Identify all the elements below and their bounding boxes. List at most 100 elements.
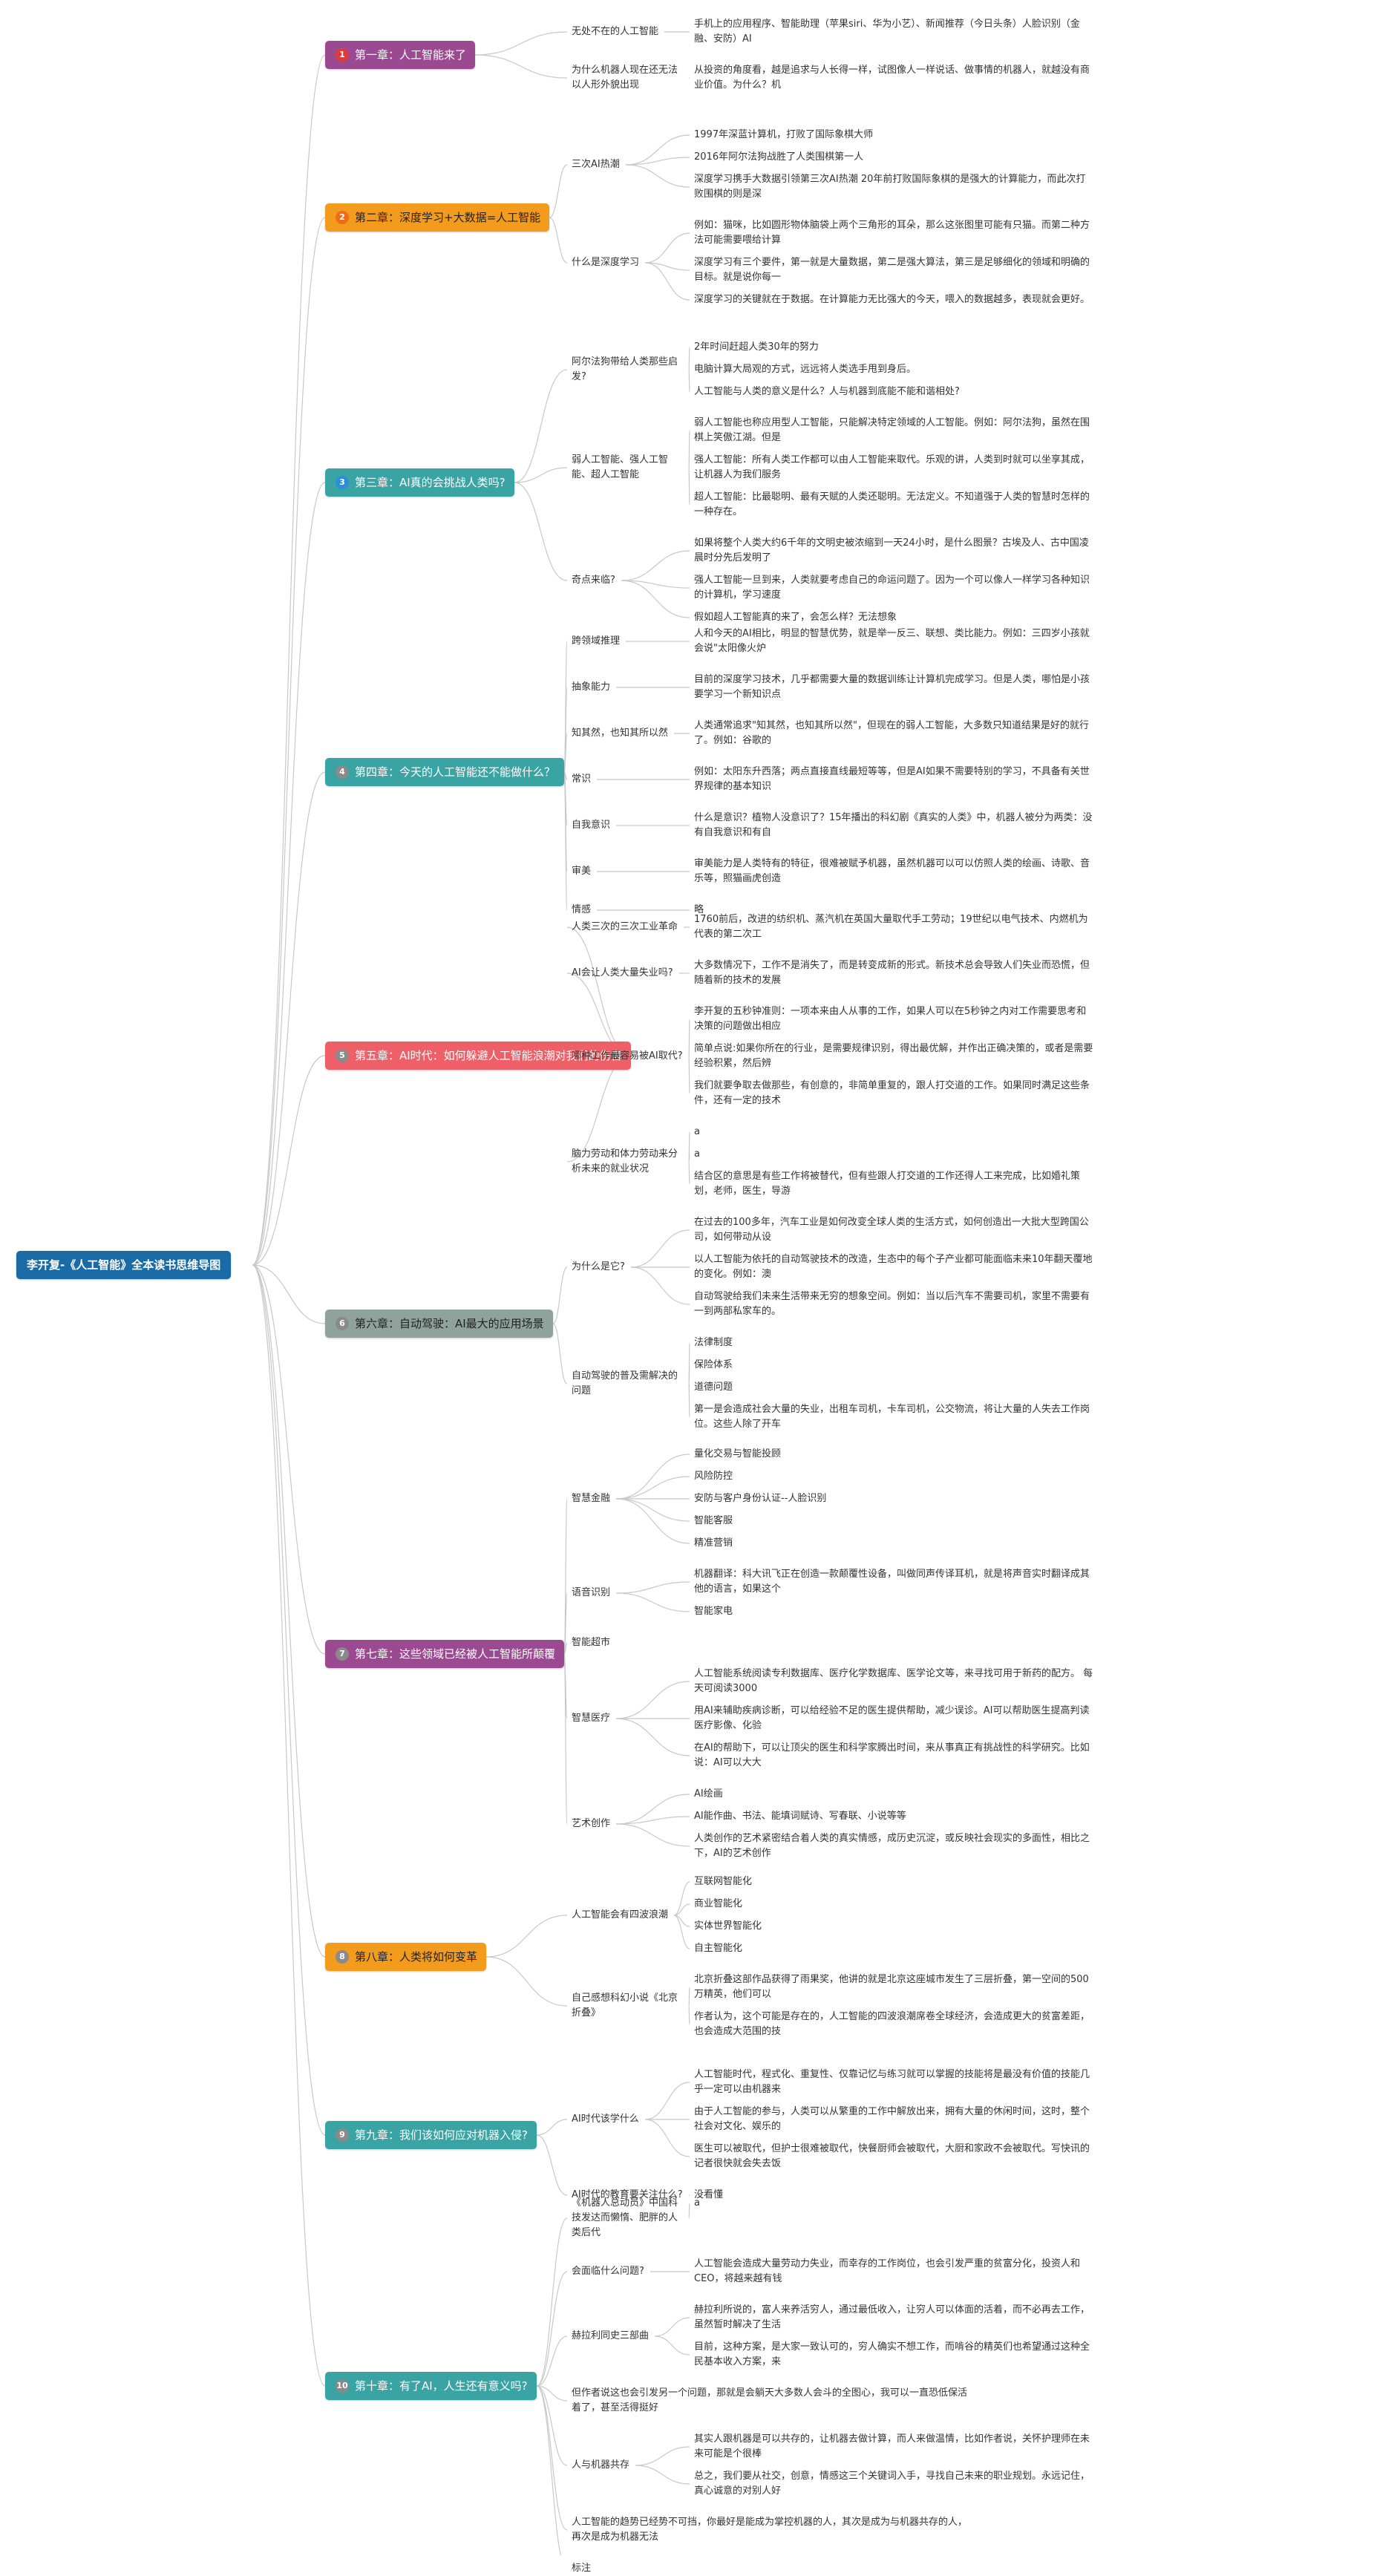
leaf-node[interactable]: 医生可以被取代，但护士很难被取代，快餐厨师会被取代，大厨和家政不会被取代。写快讯… [694, 2143, 1090, 2169]
leaf-node[interactable]: 人工智能会造成大量劳动力失业，而幸存的工作岗位，也会引发严重的贫富分化，投资人和… [694, 2258, 1081, 2284]
leaf-node[interactable]: 手机上的应用程序、智能助理（苹果siri、华为小艺）、新闻推荐（今日头条）人脸识… [694, 19, 1080, 45]
leaf-node[interactable]: 人工智能系统阅读专利数据库、医疗化学数据库、医学论文等，来寻找可用于新药的配方。… [694, 1668, 1093, 1694]
leaf-node[interactable]: 假如超人工智能真的来了，会怎么样？无法想象 [694, 612, 897, 623]
leaf-node[interactable]: 安防与客户身份认证--人脸识别 [694, 1493, 827, 1504]
leaf-node[interactable]: 精准营销 [694, 1537, 733, 1549]
leaf-node[interactable]: 保险体系 [694, 1359, 733, 1370]
leaf-node[interactable]: 智能家电 [694, 1606, 733, 1617]
leaf-node[interactable]: 道德问题 [694, 1382, 733, 1393]
subtopic-node[interactable]: 智能超市 [572, 1637, 611, 1648]
leaf-node[interactable]: 超人工智能：比最聪明、最有天赋的人类还聪明。无法定义。不知道强于人类的智慧时怎样… [694, 491, 1090, 517]
leaf-node[interactable]: 深度学习的关键就在于数据。在计算能力无比强大的今天，喂入的数据越多，表现就会更好… [694, 294, 1090, 305]
leaf-node[interactable]: 目前的深度学习技术，几乎都需要大量的数据训练让计算机完成学习。但是人类，哪怕是小… [694, 674, 1090, 700]
leaf-node[interactable]: 量化交易与智能投顾 [694, 1448, 782, 1459]
leaf-node[interactable]: 在过去的100多年，汽车工业是如何改变全球人类的生活方式，如何创造出一大批大型跨… [694, 1217, 1089, 1243]
leaf-node[interactable]: 深度学习携手大数据引领第三次AI热潮 20年前打败国际象棋的是强大的计算能力，而… [694, 174, 1086, 200]
leaf-node[interactable]: 自主智能化 [694, 1943, 743, 1954]
subtopic-node[interactable]: AI时代的教育要关注什么? [572, 2189, 683, 2200]
subtopic-node[interactable]: 审美 [572, 866, 592, 877]
leaf-node[interactable]: 人工智能时代，程式化、重复性、仅靠记忆与练习就可以掌握的技能将是最没有价值的技能… [694, 2069, 1090, 2095]
leaf-node[interactable]: 1997年深蓝计算机，打败了国际象棋大师 [694, 129, 874, 140]
leaf-node[interactable]: 强人工智能一旦到来，人类就要考虑自己的命运问题了。因为一个可以像人一样学习各种知… [694, 575, 1090, 601]
subtopic-node[interactable]: 人类三次的三次工业革命 [572, 921, 678, 932]
subtopic-node[interactable]: 人工智能会有四波浪潮 [572, 1909, 669, 1920]
leaf-node[interactable]: AI绘画 [694, 1788, 723, 1799]
subtopic-node[interactable]: 自我意识 [572, 820, 611, 831]
leaf-node[interactable]: a [694, 1126, 700, 1137]
subtopic-node[interactable]: 《机器人总动员》中国科技发达而懒惰、肥胖的人类后代 [572, 2197, 678, 2238]
leaf-node[interactable]: AI能作曲、书法、能填词赋诗、写春联、小说等等 [694, 1811, 906, 1822]
root-node[interactable]: 李开复-《人工智能》全本读书思维导图 [16, 1251, 232, 1279]
leaf-node[interactable]: 没看懂 [694, 2189, 724, 2200]
subtopic-node[interactable]: 自己感想科幻小说《北京折叠》 [572, 1993, 678, 2018]
leaf-node[interactable]: 机器翻译：科大讯飞正在创造一款颠覆性设备，叫做同声传译耳机，就是将声音实时翻译成… [694, 1569, 1090, 1595]
subtopic-node[interactable]: 知其然，也知其所以然 [572, 728, 669, 739]
leaf-node[interactable]: 智能客服 [694, 1515, 733, 1526]
leaf-node[interactable]: 略 [694, 904, 704, 915]
leaf-node[interactable]: 第一是会造成社会大量的失业，出租车司机，卡车司机，公交物流，将让大量的人失去工作… [694, 1404, 1090, 1430]
subtopic-node[interactable]: 抽象能力 [572, 681, 611, 693]
leaf-node[interactable]: 互联网智能化 [694, 1876, 753, 1887]
subtopic-node[interactable]: 但作者说这也会引发另一个问题，那就是会躺天大多数人会斗的全图心，我可以一直恐低保… [572, 2387, 968, 2413]
subtopic-node[interactable]: 为什么机器人现在还无法以人形外貌出现 [572, 65, 678, 91]
leaf-node[interactable]: 2016年阿尔法狗战胜了人类围棋第一人 [694, 151, 864, 163]
leaf-node[interactable]: 大多数情况下，工作不是消失了，而是转变成新的形式。新技术总会导致人们失业而恐慌，… [694, 960, 1090, 986]
leaf-node[interactable]: 如果将整个人类大约6千年的文明史被浓缩到一天24小时，是什么图景？古埃及人、古中… [694, 537, 1089, 563]
leaf-node[interactable]: a [694, 2197, 700, 2209]
subtopic-node[interactable]: AI时代该学什么 [572, 2114, 639, 2125]
leaf-node[interactable]: 作者认为，这个可能是存在的，人工智能的四波浪潮席卷全球经济，会造成更大的贫富差距… [694, 2011, 1090, 2037]
subtopic-node[interactable]: 人工智能的趋势已经势不可挡，你最好是能成为掌控机器的人，其次是成为与机器共存的人… [572, 2517, 968, 2543]
leaf-node[interactable]: 人类创作的艺术紧密结合着人类的真实情感，成历史沉淀，或反映社会现实的多面性，相比… [694, 1833, 1090, 1859]
subtopic-node[interactable]: 智慧医疗 [572, 1713, 611, 1724]
leaf-node[interactable]: 例如：猫咪，比如圆形物体脑袋上两个三角形的耳朵，那么这张图里可能有只猫。而第二种… [694, 220, 1090, 246]
subtopic-node[interactable]: 自动驾驶的普及需解决的问题 [572, 1370, 678, 1396]
leaf-node[interactable]: 弱人工智能也称应用型人工智能，只能解决特定领域的人工智能。例如：阿尔法狗，虽然在… [694, 417, 1090, 443]
leaf-node[interactable]: 法律制度 [694, 1337, 733, 1348]
subtopic-node[interactable]: 阿尔法狗带给人类那些启发? [572, 356, 678, 382]
leaf-node[interactable]: 以人工智能为依托的自动驾驶技术的改造，生态中的每个子产业都可能面临未来10年翻天… [694, 1254, 1093, 1280]
leaf-node[interactable]: 1760前后，改进的纺织机、蒸汽机在英国大量取代手工劳动；19世纪以电气技术、内… [694, 914, 1088, 940]
leaf-node[interactable]: 风险防控 [694, 1471, 733, 1482]
leaf-node[interactable]: 结合区的意思是有些工作将被替代，但有些跟人打交道的工作还得人工来完成，比如婚礼策… [694, 1171, 1081, 1197]
subtopic-node[interactable]: 标注 [572, 2563, 592, 2574]
leaf-node[interactable]: 我们就要争取去做那些，有创意的，非简单重复的，跟人打交道的工作。如果同时满足这些… [694, 1080, 1090, 1106]
leaf-node[interactable]: 强人工智能：所有人类工作都可以由人工智能来取代。乐观的讲，人类到时就可以坐享其成… [694, 454, 1090, 480]
leaf-node[interactable]: 用AI来辅助疾病诊断，可以给经验不足的医生提供帮助，减少误诊。AI可以帮助医生提… [694, 1705, 1090, 1731]
subtopic-node[interactable]: 三次AI热潮 [572, 159, 620, 170]
leaf-node[interactable]: 自动驾驶给我们未来生活带来无穷的想象空间。例如：当以后汽车不需要司机，家里不需要… [694, 1291, 1090, 1317]
leaf-node[interactable]: 简单点说:如果你所在的行业，是需要规律识别，得出最优解，并作出正确决策的，或者是… [694, 1043, 1093, 1069]
leaf-node[interactable]: 例如：太阳东升西落；两点直接直线最短等等，但是AI如果不需要特别的学习，不具备有… [694, 766, 1090, 792]
subtopic-node[interactable]: 为什么是它? [572, 1261, 625, 1272]
leaf-node[interactable]: 总之，我们要从社交，创意，情感这三个关键词入手，寻找自己未来的职业规划。永远记住… [694, 2471, 1090, 2497]
subtopic-node[interactable]: 语音识别 [572, 1587, 611, 1598]
leaf-node[interactable]: 由于人工智能的参与，人类可以从繁重的工作中解放出来，拥有大量的休闲时间，这时，整… [694, 2106, 1090, 2132]
leaf-node[interactable]: 李开复的五秒钟准则：一项本来由人从事的工作，如果人可以在5秒钟之内对工作需要思考… [694, 1006, 1087, 1032]
subtopic-node[interactable]: 智慧金融 [572, 1493, 611, 1504]
leaf-node[interactable]: 商业智能化 [694, 1898, 743, 1909]
subtopic-node[interactable]: 什么是深度学习 [572, 257, 640, 268]
leaf-node[interactable]: 人工智能与人类的意义是什么？人与机器到底能不能和谐相处? [694, 386, 960, 397]
subtopic-node[interactable]: 奇点来临? [572, 575, 615, 586]
subtopic-node[interactable]: 无处不在的人工智能 [572, 26, 659, 37]
subtopic-node[interactable]: AI会让人类大量失业吗? [572, 967, 673, 978]
subtopic-node[interactable]: 跨领域推理 [572, 635, 621, 647]
subtopic-node[interactable]: 情感 [572, 904, 592, 915]
leaf-node[interactable]: 实体世界智能化 [694, 1920, 762, 1932]
subtopic-node[interactable]: 哪种工作最容易被AI取代? [572, 1050, 683, 1062]
subtopic-node[interactable]: 艺术创作 [572, 1818, 611, 1829]
leaf-node[interactable]: 赫拉利所说的，富人来养活穷人，通过最低收入，让穷人可以体面的活着，而不必再去工作… [694, 2304, 1090, 2330]
subtopic-node[interactable]: 会面临什么问题? [572, 2266, 644, 2277]
leaf-node[interactable]: 目前，这种方案，是大家一致认可的，穷人确实不想工作，而啃谷的精英们也希望通过这种… [694, 2341, 1090, 2367]
leaf-node[interactable]: 从投资的角度看，越是追求与人长得一样，试图像人一样说话、做事情的机器人，就越没有… [694, 65, 1090, 91]
leaf-node[interactable]: 2年时间赶超人类30年的努力 [694, 341, 819, 353]
leaf-node[interactable]: 北京折叠这部作品获得了雨果奖，他讲的就是北京这座城市发生了三层折叠，第一空间的5… [694, 1974, 1089, 2000]
leaf-node[interactable]: 深度学习有三个要件，第一就是大量数据，第二是强大算法，第三是足够细化的领域和明确… [694, 257, 1090, 283]
